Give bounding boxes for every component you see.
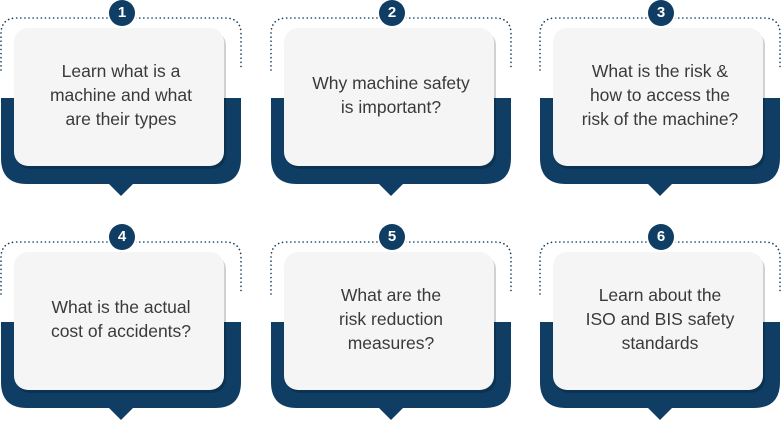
step-number-badge: 6 bbox=[648, 224, 674, 250]
card-pointer bbox=[377, 182, 405, 196]
step-text-line: ISO and BIS safety bbox=[585, 309, 735, 329]
step-card-3: 3 What is the risk & how to access the r… bbox=[539, 0, 781, 198]
step-text: What are the risk reduction measures? bbox=[289, 256, 493, 382]
card-pointer bbox=[107, 406, 135, 420]
card-pointer bbox=[107, 182, 135, 196]
step-text-line: Learn what is a bbox=[61, 61, 181, 81]
card-face bbox=[284, 252, 494, 390]
step-text-line: machine and what bbox=[49, 85, 193, 105]
step-text: Learn what is a machine and what are the… bbox=[19, 32, 223, 158]
step-card-2: 2 Why machine safety is important? bbox=[270, 0, 512, 198]
step-card-6: 6 Learn about the ISO and BIS safety sta… bbox=[539, 224, 781, 422]
step-number-badge: 3 bbox=[648, 0, 674, 26]
step-text: Why machine safety is important? bbox=[289, 32, 493, 158]
step-text-line: risk of the machine? bbox=[581, 109, 739, 129]
step-text: What is the actual cost of accidents? bbox=[19, 256, 223, 382]
step-text-line: measures? bbox=[347, 333, 435, 353]
card-face bbox=[14, 28, 224, 166]
step-text-line: What is the risk & bbox=[591, 61, 729, 81]
step-text-line: What are the bbox=[340, 285, 442, 305]
card-frame bbox=[539, 17, 781, 196]
step-text-line: Learn about the bbox=[598, 285, 722, 305]
card-pointer bbox=[377, 406, 405, 420]
card-pointer bbox=[646, 406, 674, 420]
step-number-badge: 4 bbox=[109, 224, 135, 250]
step-number-badge: 2 bbox=[379, 0, 405, 26]
step-card-1: 1 Learn what is a machine and what are t… bbox=[0, 0, 242, 198]
step-text-line: standards bbox=[621, 333, 699, 353]
card-pointer bbox=[646, 182, 674, 196]
card-face bbox=[553, 252, 763, 390]
step-text-line: how to access the bbox=[589, 85, 731, 105]
step-number-badge: 5 bbox=[379, 224, 405, 250]
step-text-line: What is the actual bbox=[51, 297, 191, 317]
step-text-line: is important? bbox=[340, 97, 442, 117]
step-card-4: 4 What is the actual cost of accidents? bbox=[0, 224, 242, 422]
card-face bbox=[553, 28, 763, 166]
step-text-line: risk reduction bbox=[338, 309, 444, 329]
step-text-line: cost of accidents? bbox=[50, 321, 192, 341]
step-number-badge: 1 bbox=[109, 0, 135, 26]
card-face bbox=[284, 28, 494, 166]
step-text-line: Why machine safety bbox=[312, 73, 470, 93]
card-frame bbox=[0, 17, 242, 196]
step-text: What is the risk & how to access the ris… bbox=[558, 32, 762, 158]
card-frame bbox=[539, 241, 781, 420]
card-face bbox=[14, 252, 224, 390]
card-frame bbox=[270, 241, 512, 420]
card-frame bbox=[0, 241, 242, 420]
card-frame bbox=[270, 17, 512, 196]
step-text: Learn about the ISO and BIS safety stand… bbox=[558, 256, 762, 382]
step-text-line: are their types bbox=[65, 109, 177, 129]
step-card-5: 5 What are the risk reduction measures? bbox=[270, 224, 512, 422]
